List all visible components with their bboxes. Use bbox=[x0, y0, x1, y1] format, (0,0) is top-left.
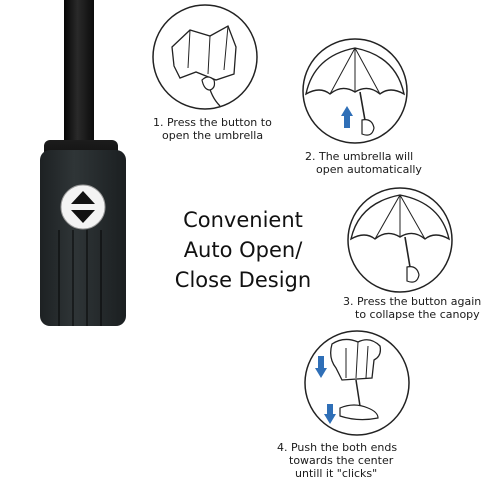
auto-open-close-button-icon bbox=[60, 184, 106, 230]
step-1-caption-line-1: 1. Press the button to bbox=[153, 116, 272, 129]
headline-line-2: Auto Open/ bbox=[183, 238, 303, 262]
step-3-caption-line-2: to collapse the canopy bbox=[355, 308, 480, 321]
headline-line-3: Close Design bbox=[174, 268, 312, 292]
step-4-caption-line-2: towards the center bbox=[289, 454, 394, 467]
step-1-folded-umbrella-illustration bbox=[152, 4, 258, 110]
step-2-caption-line-2: open automatically bbox=[316, 163, 422, 176]
step-1-caption-line-2: open the umbrella bbox=[162, 129, 264, 142]
step-4-caption-line-3: untill it "clicks" bbox=[295, 467, 378, 480]
step-3-caption-line-1: 3. Press the button again bbox=[343, 295, 482, 308]
step-3-collapsing-umbrella-illustration bbox=[347, 187, 453, 293]
step-2-open-umbrella-illustration bbox=[302, 38, 408, 144]
umbrella-handle bbox=[40, 150, 126, 326]
step-4-closing-umbrella-illustration bbox=[304, 330, 410, 436]
headline-line-1: Convenient bbox=[183, 208, 303, 232]
umbrella-shaft bbox=[64, 0, 94, 145]
step-2-caption-line-1: 2. The umbrella will bbox=[305, 150, 414, 163]
step-4-caption-line-1: 4. Push the both ends bbox=[277, 441, 398, 454]
